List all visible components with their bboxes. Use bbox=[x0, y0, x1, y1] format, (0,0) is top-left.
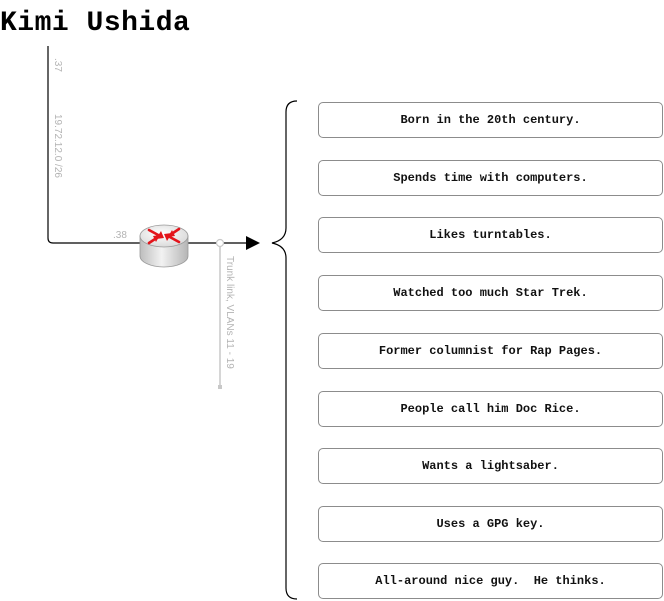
link-arrowhead bbox=[246, 236, 260, 250]
trunk-link-end-node bbox=[218, 385, 222, 389]
router-host-label: .38 bbox=[113, 230, 127, 241]
fact-box: Spends time with computers. bbox=[318, 160, 663, 196]
upstream-link-line bbox=[47, 46, 248, 244]
subnet-label: 19.72.12.0 /26 bbox=[52, 114, 63, 178]
fact-box: Born in the 20th century. bbox=[318, 102, 663, 138]
fact-text: Former columnist for Rap Pages. bbox=[378, 344, 603, 358]
fact-box: Former columnist for Rap Pages. bbox=[318, 333, 663, 369]
upstream-host-label: .37 bbox=[52, 58, 63, 72]
fact-box: People call him Doc Rice. bbox=[318, 391, 663, 427]
trunk-label: Trunk link, VLANs 11 - 19 bbox=[224, 256, 235, 369]
trunk-link-start-node bbox=[215, 238, 225, 248]
fact-box: Likes turntables. bbox=[318, 217, 663, 253]
fact-text: Likes turntables. bbox=[429, 228, 552, 242]
fact-box: Wants a lightsaber. bbox=[318, 448, 663, 484]
fact-box: All-around nice guy. He thinks. bbox=[318, 563, 663, 599]
fact-text: Uses a GPG key. bbox=[436, 517, 545, 531]
fact-box: Uses a GPG key. bbox=[318, 506, 663, 542]
fact-text: Wants a lightsaber. bbox=[422, 459, 559, 473]
fact-text: Spends time with computers. bbox=[393, 171, 588, 185]
fact-text: All-around nice guy. He thinks. bbox=[375, 574, 606, 588]
page-title: Kimi Ushida bbox=[0, 8, 191, 39]
fact-box: Watched too much Star Trek. bbox=[318, 275, 663, 311]
fact-text: People call him Doc Rice. bbox=[400, 402, 581, 416]
curly-brace bbox=[271, 100, 298, 600]
fact-text: Watched too much Star Trek. bbox=[393, 286, 588, 300]
router-icon bbox=[139, 224, 189, 268]
fact-text: Born in the 20th century. bbox=[400, 113, 581, 127]
